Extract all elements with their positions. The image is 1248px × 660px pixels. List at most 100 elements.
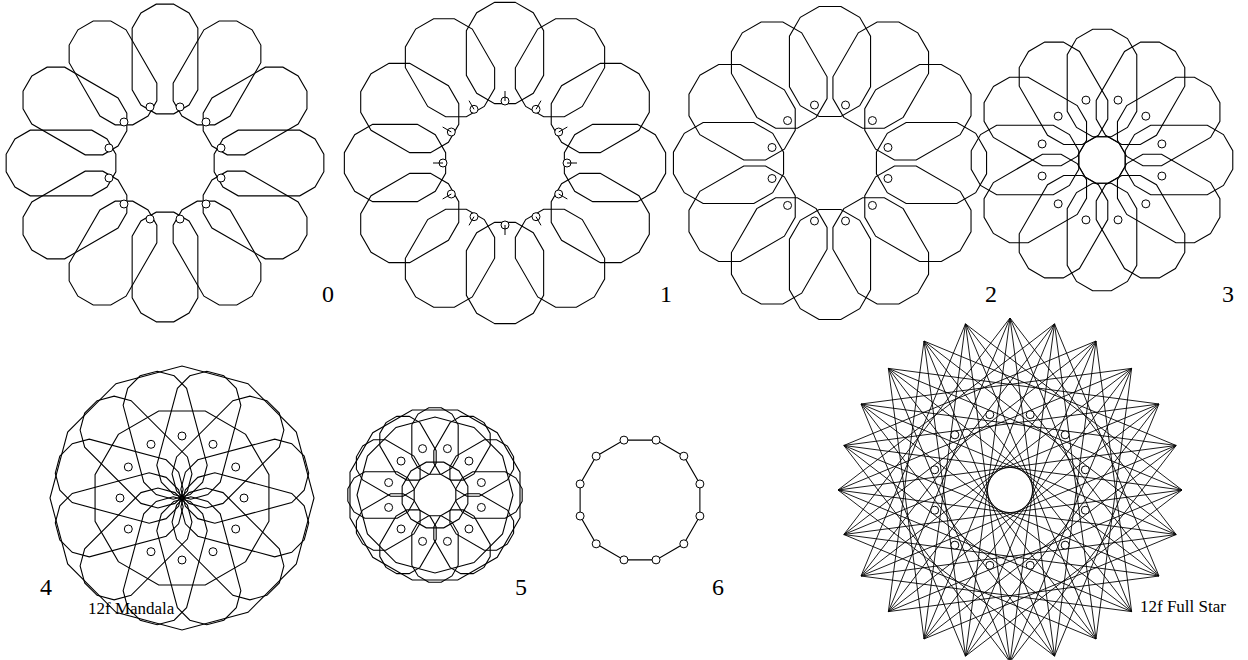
petal-outline [673, 122, 783, 203]
petal-outline [984, 154, 1086, 243]
spoke-line [536, 217, 541, 226]
spoke-line [443, 194, 452, 199]
vertex-dot [696, 480, 704, 488]
petal-outline [434, 510, 490, 574]
vertex-dot [810, 217, 818, 225]
rosette-figure [673, 6, 986, 319]
vertex-dot [176, 103, 184, 111]
vertex-dot [147, 440, 155, 448]
petal-outline [203, 171, 307, 259]
star-line [888, 404, 1159, 612]
star-line [888, 368, 1010, 660]
petal-outline [356, 440, 420, 496]
vertex-dot [124, 525, 132, 533]
figure-number: 1 [660, 282, 672, 306]
vertex-dot [443, 445, 451, 453]
spoke-line [536, 101, 541, 110]
star-line [965, 324, 1096, 639]
petal-outline [132, 4, 198, 114]
petal-outline [564, 124, 665, 201]
petal-outline [984, 77, 1086, 166]
petal-outline [23, 171, 127, 259]
spoke-line [469, 217, 474, 226]
vertex-dot [592, 452, 600, 460]
petal-outline [551, 173, 649, 262]
vertex-dot [842, 217, 850, 225]
petal-outline [1117, 77, 1219, 166]
petal-outline [1096, 175, 1185, 277]
vertex-dot [652, 436, 660, 444]
vertex-dot [1114, 96, 1122, 104]
star-line [965, 318, 1010, 656]
star-line [844, 404, 1159, 535]
star-line [1010, 324, 1055, 660]
petal-outline [865, 166, 971, 262]
vertex-dot [868, 117, 876, 125]
star-line [924, 368, 1132, 639]
petal-outline [434, 416, 490, 480]
petal-outline [69, 21, 157, 125]
vertex-dot [385, 503, 393, 511]
petal-outline [181, 439, 309, 523]
polygon-outline [1079, 137, 1125, 183]
petal-outline [450, 440, 514, 496]
spoke-line [567, 163, 577, 164]
vertex-dot [620, 556, 628, 564]
vertex-dot [232, 463, 240, 471]
petal-outline [1096, 42, 1185, 144]
vertex-dot [209, 440, 217, 448]
petal-outline [876, 122, 986, 203]
star-line [844, 445, 1182, 490]
petal-outline [361, 63, 459, 152]
polygon-outline [95, 411, 269, 585]
spoke-line [505, 91, 506, 101]
vertex-dot [1081, 466, 1089, 474]
figure-number: 4 [40, 575, 52, 599]
star-line [844, 490, 1182, 535]
vertex-dot [146, 103, 154, 111]
petal-outline [689, 64, 795, 160]
petal-outline [405, 19, 494, 117]
vertex-dot [884, 175, 892, 183]
vertex-dot [680, 452, 688, 460]
vertex-dot [147, 548, 155, 556]
vertex-dot [1038, 140, 1046, 148]
vertex-dot [1142, 112, 1150, 120]
petal-outline [361, 173, 459, 262]
vertex-dot [620, 436, 628, 444]
star-line [888, 368, 1159, 576]
rosette-figure [838, 318, 1182, 660]
rosette-figure [348, 408, 522, 582]
petal-outline [405, 209, 494, 307]
vertex-dot [202, 200, 210, 208]
polygon-outline [350, 410, 520, 580]
petal-outline [1019, 175, 1108, 277]
vertex-dot [397, 525, 405, 533]
vertex-dot [951, 431, 959, 439]
petal-outline [380, 510, 436, 574]
rosette-figure [971, 29, 1233, 291]
star-line [861, 445, 1176, 576]
figure-number: 5 [515, 575, 527, 599]
star-line [965, 341, 1096, 656]
vertex-dot [1061, 431, 1069, 439]
vertex-dot [443, 537, 451, 545]
vertex-dot [217, 174, 225, 182]
spoke-line [559, 127, 568, 132]
vertex-dot [105, 174, 113, 182]
star-line [924, 324, 1055, 639]
vertex-dot [120, 200, 128, 208]
figure-number: 0 [322, 282, 334, 306]
petal-outline [515, 19, 604, 117]
petal-outline [789, 6, 870, 116]
vertex-dot [842, 101, 850, 109]
vertex-dot [240, 494, 248, 502]
vertex-dot [868, 201, 876, 209]
star-line [965, 324, 1010, 660]
petal-outline [1019, 42, 1108, 144]
petal-outline [344, 124, 445, 201]
vertex-dot [178, 432, 186, 440]
spoke-line [559, 194, 568, 199]
petal-outline [173, 21, 261, 125]
